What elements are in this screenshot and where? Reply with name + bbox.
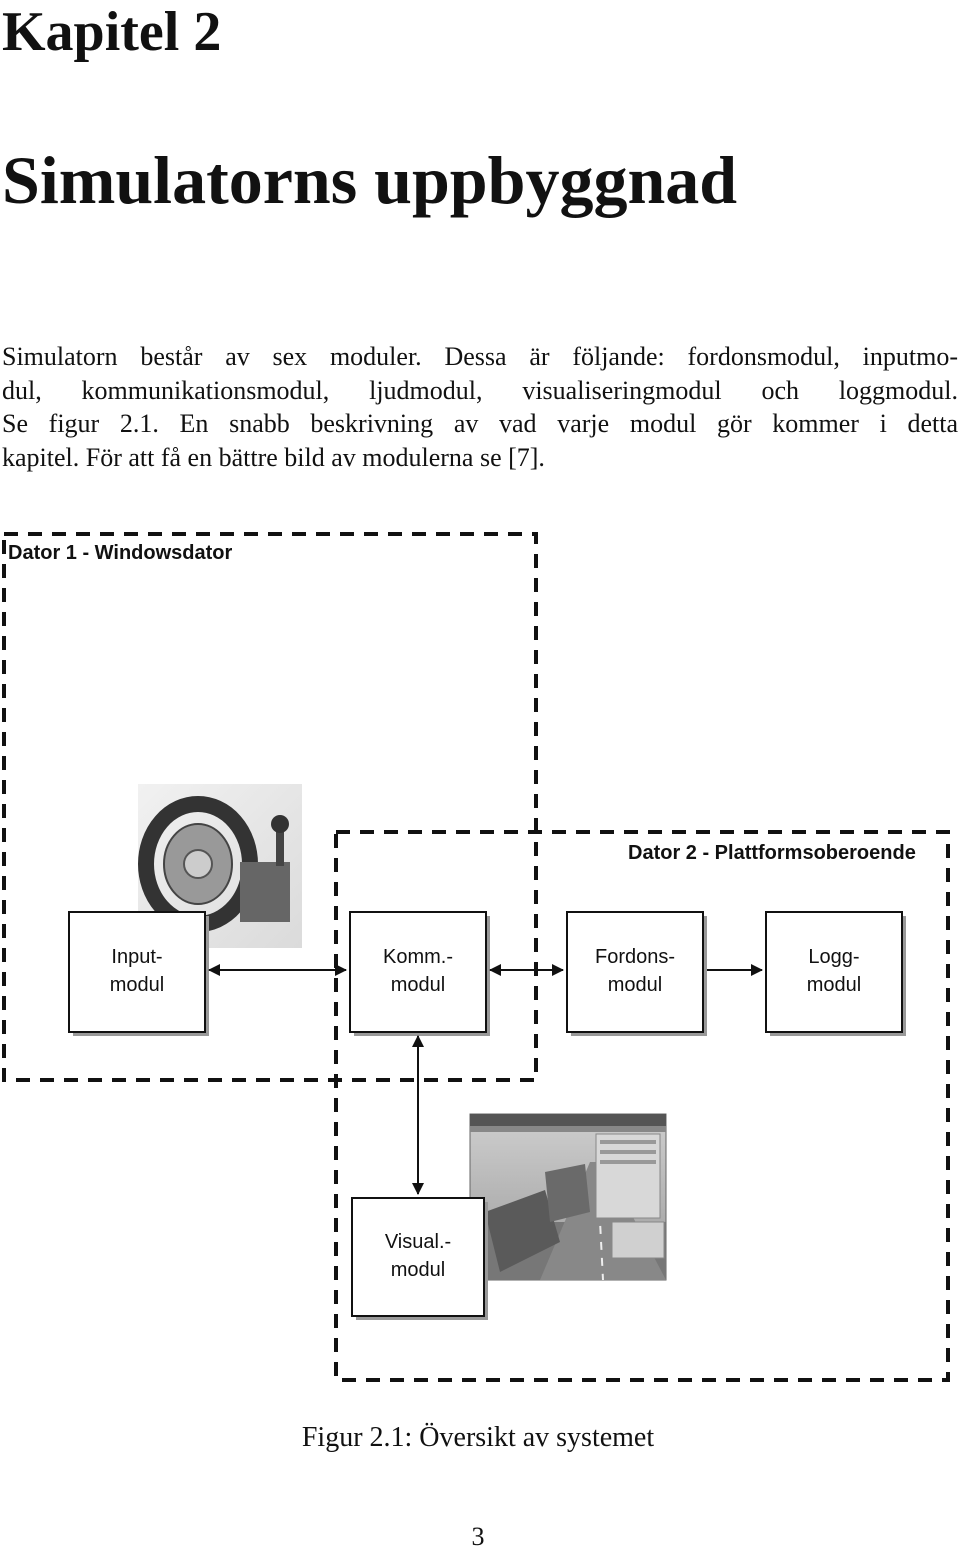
region-dator-2 [334, 830, 950, 1382]
module-label-line: modul [390, 974, 446, 996]
intro-line: dul, kommunikationsmodul, ljudmodul, vis… [2, 375, 958, 405]
chapter-label: Kapitel 2 [2, 1, 222, 63]
module-label-input: Input- modul [69, 943, 205, 999]
module-label-line: Fordons- [594, 946, 676, 968]
module-label-line: modul [806, 974, 862, 996]
figure-caption: Figur 2.1: Översikt av systemet [301, 1422, 655, 1453]
module-box-visual [351, 1197, 488, 1320]
module-label-line: modul [607, 974, 663, 996]
module-label-line: modul [390, 1259, 446, 1281]
module-box-komm [349, 911, 490, 1036]
region-1-label: Dator 1 - Windowsdator [8, 542, 233, 564]
module-box-input [68, 911, 209, 1036]
intro-line: kapitel. För att få en bättre bild av mo… [2, 442, 545, 472]
module-label-line: Visual.- [384, 1231, 452, 1253]
visualization-screenshot [469, 1113, 667, 1281]
page-number: 3 [471, 1522, 485, 1551]
module-label-fordons: Fordons- modul [567, 943, 703, 999]
module-label-line: Input- [111, 946, 163, 968]
intro-line: Se figur 2.1. En snabb beskrivning av va… [2, 409, 958, 438]
module-label-line: Komm.- [383, 946, 453, 968]
module-label-logg: Logg- modul [766, 943, 902, 999]
chapter-title: Simulatorns uppbyggnad [2, 142, 738, 218]
module-box-logg [765, 911, 906, 1036]
intro-paragraph: Simulatorn består av sex moduler. Dessa … [2, 340, 958, 474]
intro-line: Simulatorn består av sex moduler. Dessa … [2, 342, 958, 371]
region-dator-1 [2, 532, 538, 1082]
module-box-fordons [566, 911, 707, 1036]
diagram-canvas [2, 532, 950, 1382]
system-overview-figure: Dator 1 - Windowsdator Dator 2 - Plattfo… [0, 522, 960, 1402]
module-label-komm: Komm.- modul [350, 943, 486, 999]
module-label-visual: Visual.- modul [352, 1228, 484, 1284]
module-label-line: modul [109, 974, 165, 996]
region-2-label: Dator 2 - Plattformsoberoende [628, 842, 916, 864]
module-label-line: Logg- [808, 946, 860, 968]
steering-wheel-image [138, 784, 302, 948]
